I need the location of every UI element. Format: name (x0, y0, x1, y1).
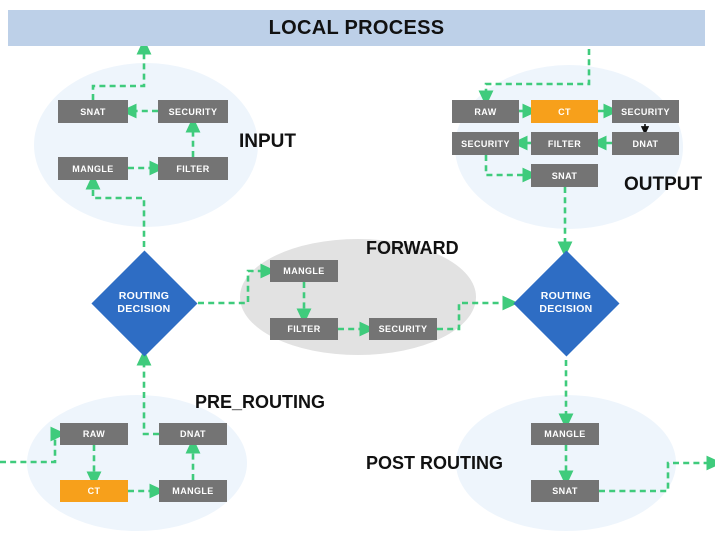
local-process-label: LOCAL PROCESS (268, 16, 445, 39)
output-ct[interactable]: CT (531, 100, 598, 123)
output-security-1[interactable]: SECURITY (612, 100, 679, 123)
output-snat[interactable]: SNAT (531, 164, 598, 187)
forward-security[interactable]: SECURITY (369, 318, 437, 340)
pre-routing-ct-label: CT (87, 486, 101, 496)
input-mangle-label: MANGLE (72, 163, 114, 174)
flow-prerouting-entry (0, 426, 67, 464)
forward-security-label: SECURITY (378, 324, 428, 334)
caption-input: INPUT (239, 131, 296, 152)
output-dnat-label: DNAT (632, 138, 659, 149)
output-security-2-label: SECURITY (461, 138, 510, 149)
flow-routing-to-input (85, 173, 146, 247)
local-process-banner: LOCAL PROCESS (8, 10, 705, 46)
post-routing-snat[interactable]: SNAT (531, 480, 599, 502)
output-ct-label: CT (558, 106, 571, 117)
forward-mangle[interactable]: MANGLE (270, 260, 338, 282)
forward-filter-label: FILTER (287, 324, 321, 334)
input-security-label: SECURITY (168, 106, 218, 117)
flow-input-snat-local (91, 38, 152, 100)
output-raw[interactable]: RAW (452, 100, 519, 123)
caption-forward: FORWARD (366, 238, 459, 258)
flow-dnat-to-routing (136, 349, 159, 436)
input-filter-label: FILTER (176, 163, 210, 174)
post-routing-mangle-label: MANGLE (544, 429, 586, 439)
input-zone (34, 63, 258, 227)
pre-routing-dnat[interactable]: DNAT (159, 423, 227, 445)
forward-filter[interactable]: FILTER (270, 318, 338, 340)
pre-routing-mangle[interactable]: MANGLE (159, 480, 227, 502)
flow-routing-to-forward (198, 263, 277, 305)
output-filter[interactable]: FILTER (531, 132, 598, 155)
caption-output: OUTPUT (624, 174, 703, 195)
input-snat[interactable]: SNAT (58, 100, 128, 123)
input-security[interactable]: SECURITY (158, 100, 228, 123)
output-dnat[interactable]: DNAT (612, 132, 679, 155)
pre-routing-raw-label: RAW (82, 429, 106, 439)
input-filter[interactable]: FILTER (158, 157, 228, 180)
post-routing-mangle[interactable]: MANGLE (531, 423, 599, 445)
pre-routing-dnat-label: DNAT (180, 429, 206, 439)
input-snat-label: SNAT (80, 106, 106, 117)
pre-routing-zone (27, 395, 247, 531)
caption-post-routing: POST ROUTING (366, 453, 504, 473)
flow-local-to-output-raw (478, 49, 591, 107)
pre-routing-mangle-label: MANGLE (172, 486, 214, 496)
post-routing-zone (456, 395, 676, 531)
caption-pre-routing: PRE_ROUTING (195, 392, 326, 412)
output-filter-label: FILTER (547, 138, 582, 149)
pre-routing-ct[interactable]: CT (60, 480, 128, 502)
output-snat-label: SNAT (551, 170, 578, 181)
post-routing-snat-label: SNAT (552, 486, 578, 496)
output-security-2[interactable]: SECURITY (452, 132, 519, 155)
flow-postrouting-exit (599, 455, 715, 493)
output-raw-label: RAW (474, 106, 497, 117)
input-mangle[interactable]: MANGLE (58, 157, 128, 180)
output-security-1-label: SECURITY (621, 106, 670, 117)
flow-forward-to-routing (437, 295, 519, 331)
pre-routing-raw[interactable]: RAW (60, 423, 128, 445)
forward-mangle-label: MANGLE (283, 266, 325, 276)
